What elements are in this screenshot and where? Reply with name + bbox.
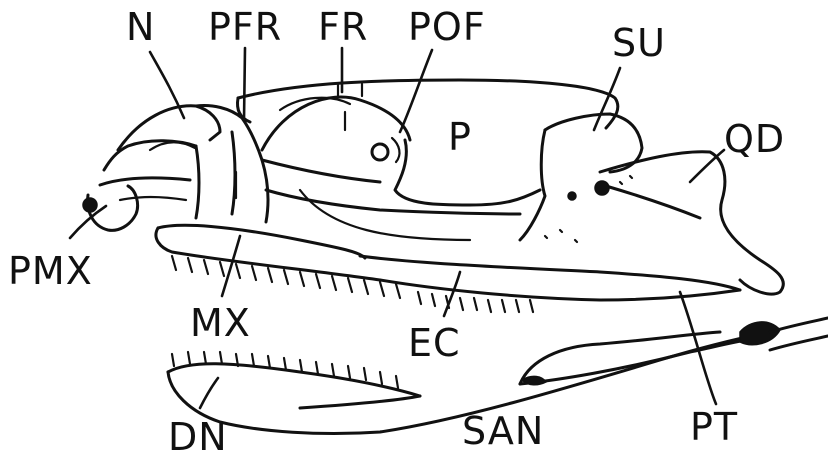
label-FR: FR (318, 5, 368, 49)
label-DN: DN (168, 415, 228, 456)
label-PT: PT (690, 405, 738, 449)
label-SU: SU (612, 21, 666, 65)
leader-lines (70, 48, 724, 408)
label-POF: POF (408, 5, 486, 49)
label-P: P (448, 115, 472, 159)
skull-outline (238, 80, 618, 205)
label-N: N (126, 5, 155, 49)
leader-EC (444, 272, 460, 316)
upper-tooth-row (156, 225, 400, 298)
label-EC: EC (408, 321, 461, 365)
leader-QD (690, 150, 724, 182)
leader-PFR (244, 48, 245, 120)
label-SAN: SAN (462, 409, 544, 453)
leader-POF (400, 50, 432, 132)
label-QD: QD (724, 117, 785, 161)
label-MX: MX (190, 301, 251, 345)
label-PFR: PFR (208, 5, 282, 49)
leader-N (150, 52, 184, 118)
leader-DN (200, 378, 218, 408)
label-PMX: PMX (8, 249, 93, 293)
